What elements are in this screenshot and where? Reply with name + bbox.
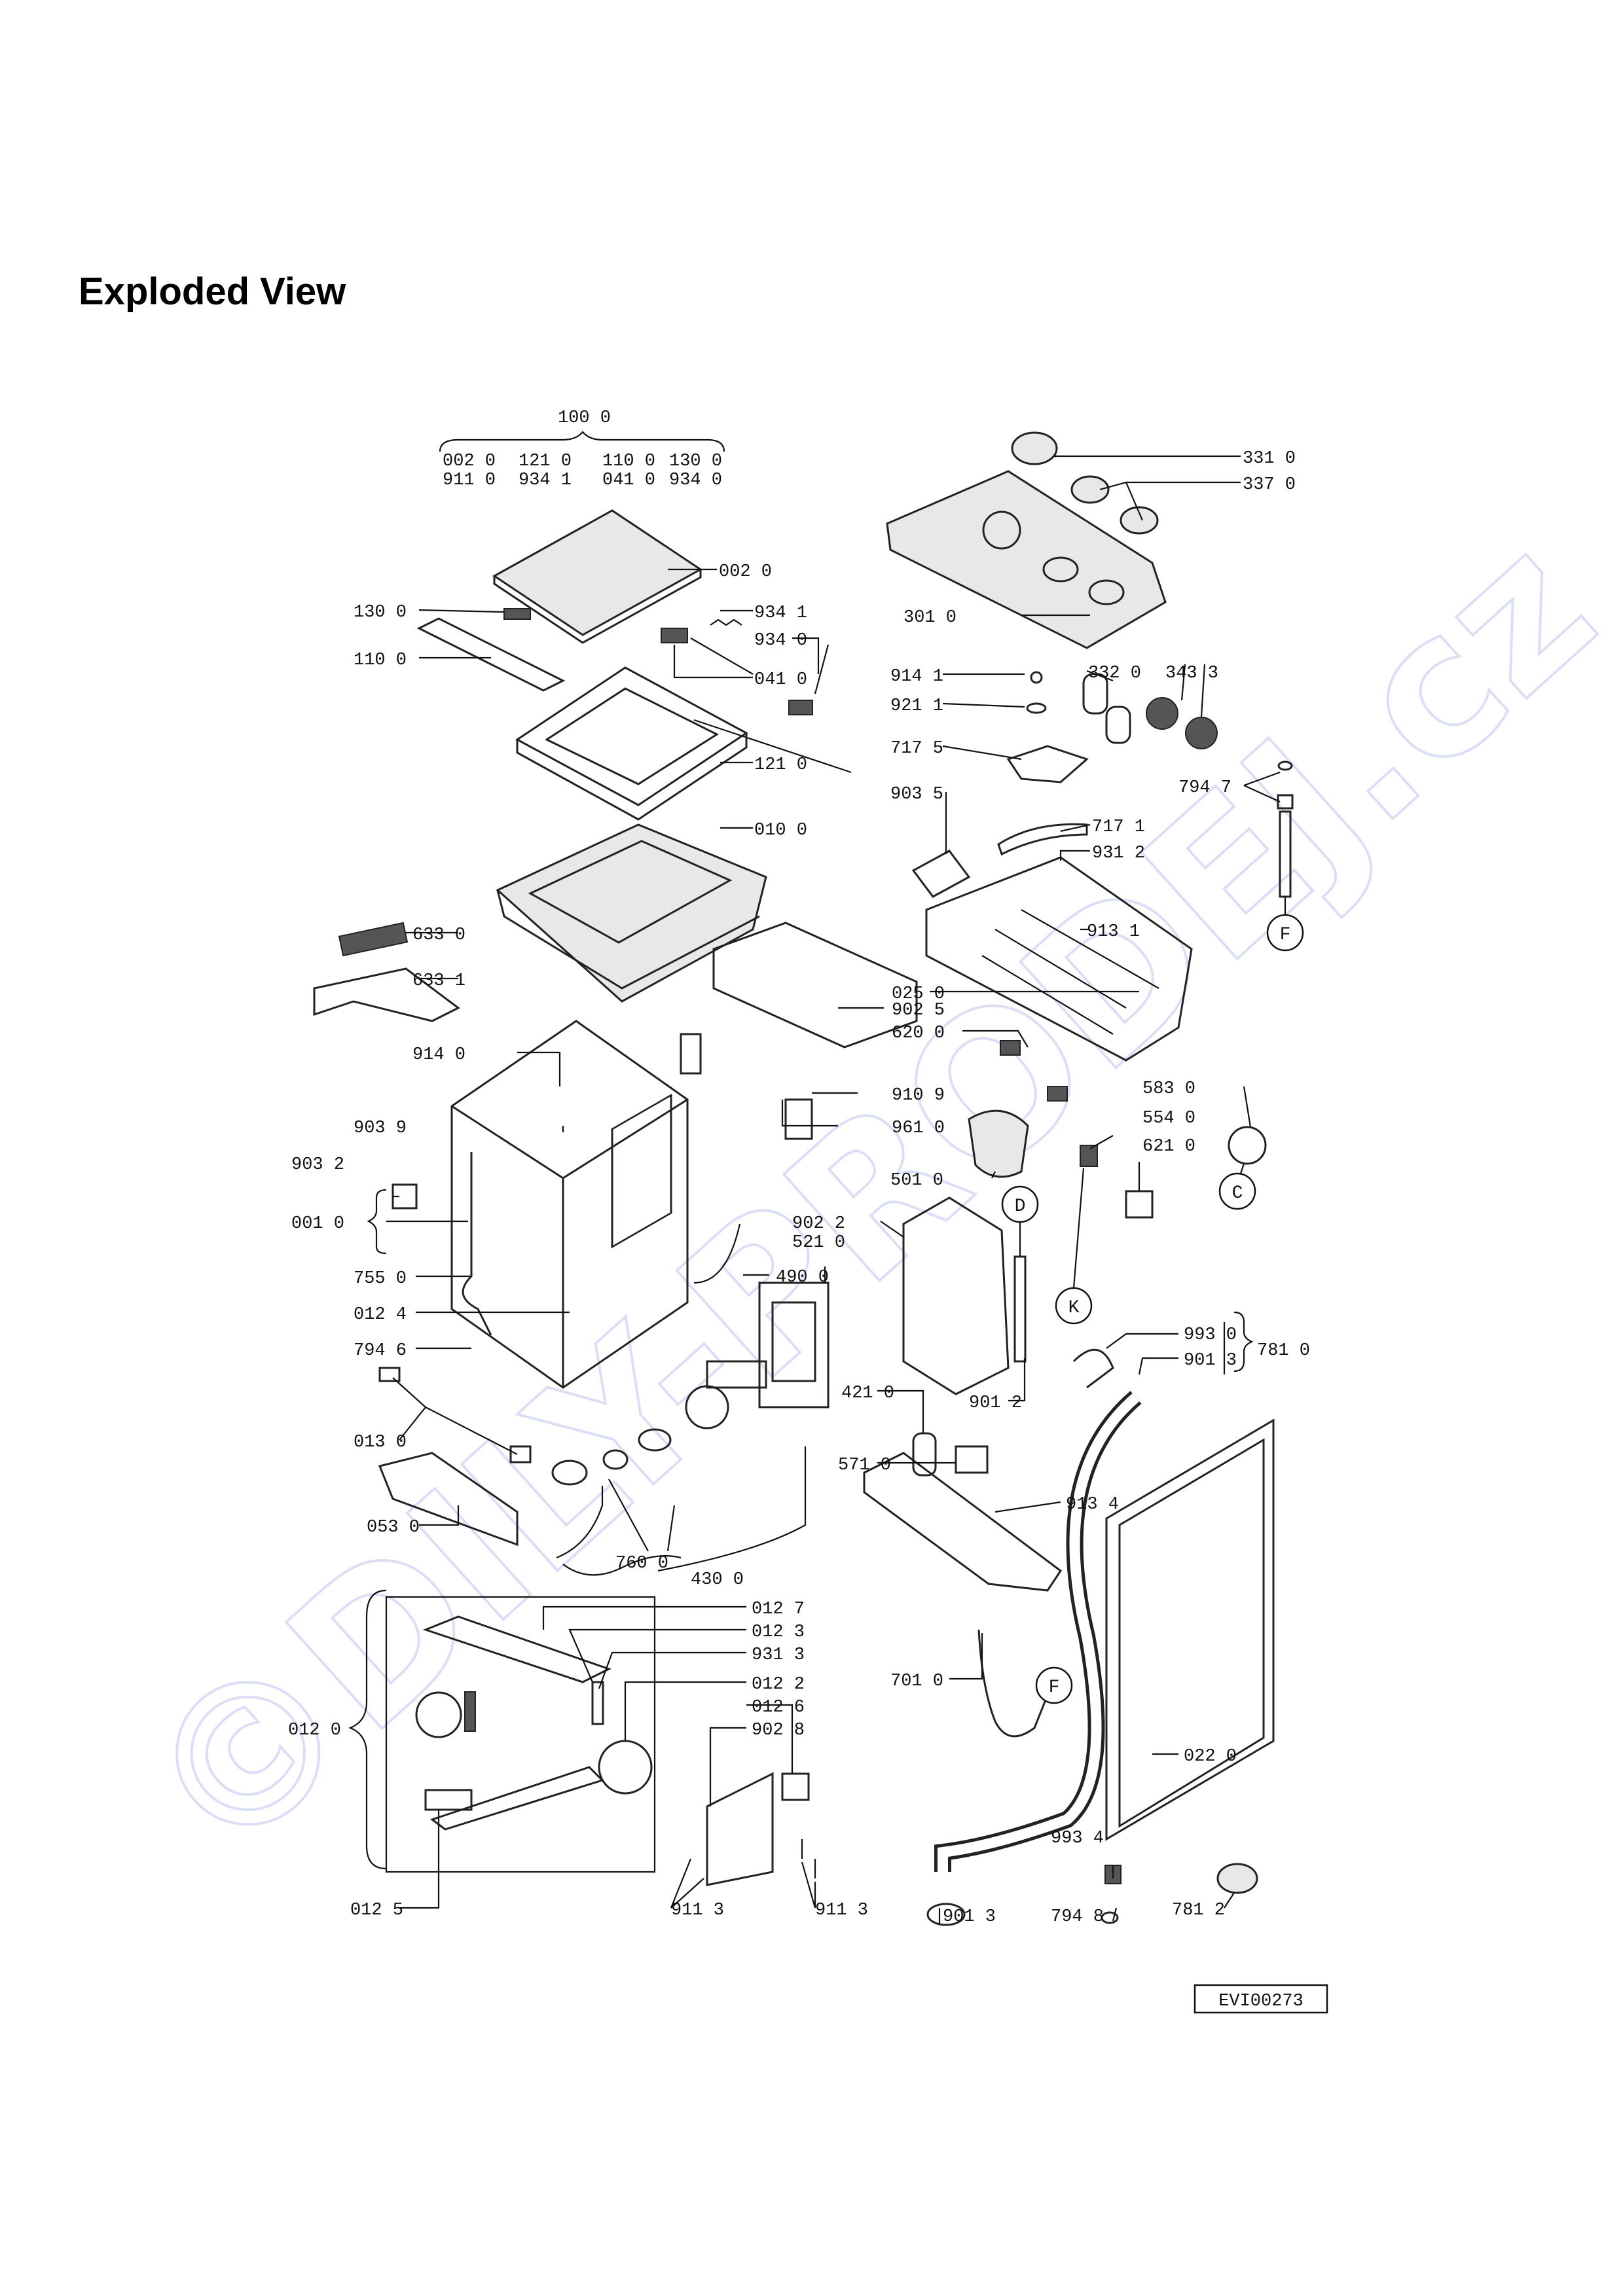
part-label-903-2: 903 2 — [291, 1155, 344, 1175]
part-label-633-0: 633 0 — [412, 925, 465, 945]
brace-012-0 — [348, 1589, 387, 1870]
part-label-012-0: 012 0 — [288, 1721, 341, 1740]
part-label-914-0: 914 0 — [412, 1045, 465, 1065]
part-label-914-1: 914 1 — [890, 667, 943, 687]
part-label-717-5: 717 5 — [890, 739, 943, 759]
drawing-code-box — [1194, 1984, 1328, 2014]
part-label-490-0: 490 0 — [776, 1268, 829, 1287]
part-label-012-2: 012 2 — [752, 1675, 805, 1695]
part-label-430-0: 430 0 — [691, 1570, 744, 1590]
assembly-label: 100 0 — [558, 408, 611, 428]
part-label-001-0: 001 0 — [291, 1214, 344, 1234]
part-label-554-0: 554 0 — [1142, 1109, 1195, 1128]
watermark: ©DILY-PRODEJ.cz — [101, 493, 1623, 1907]
part-label-910-9: 910 9 — [892, 1086, 945, 1105]
part-label-130-0: 130 0 — [354, 603, 407, 622]
part-label-794-7: 794 7 — [1178, 778, 1231, 798]
part-label-010-0: 010 0 — [754, 821, 807, 840]
part-label-901-3: 901 3 — [943, 1907, 996, 1927]
part-label-331-0: 331 0 — [1243, 449, 1296, 469]
part-label-931-3: 931 3 — [752, 1645, 805, 1665]
part-label-121-0: 121 0 — [754, 755, 807, 775]
assembly-item: 110 0 — [602, 452, 655, 471]
part-label-934-0: 934 0 — [754, 631, 807, 651]
leader-lines — [386, 455, 1281, 1924]
ref-marker-d: D — [1015, 1196, 1026, 1217]
part-label-913-1: 913 1 — [1087, 922, 1140, 942]
part-label-332-0: 332 0 — [1088, 664, 1141, 683]
part-label-913-4: 913 4 — [1066, 1495, 1119, 1515]
part-label-012-6: 012 6 — [752, 1698, 805, 1717]
part-label-781-0: 781 0 — [1257, 1341, 1310, 1361]
part-label-755-0: 755 0 — [354, 1269, 407, 1289]
part-drawings — [313, 431, 1294, 1926]
page-title: Exploded View — [79, 270, 346, 313]
assembly-header: 100 0 002 0 121 0 110 0 130 0 911 0 934 … — [439, 408, 725, 490]
assembly-item: 934 1 — [519, 471, 572, 490]
part-label-620-0: 620 0 — [892, 1024, 945, 1043]
brace-001-0 — [367, 1189, 387, 1255]
part-label-012-7: 012 7 — [752, 1600, 805, 1619]
box-012-0 — [385, 1596, 656, 1873]
assembly-item: 121 0 — [519, 452, 572, 471]
part-label-025-0: 025 0 — [892, 984, 945, 1004]
part-label-701-0: 701 0 — [890, 1672, 943, 1691]
part-label-301-0: 301 0 — [903, 608, 957, 628]
part-label-717-1: 717 1 — [1092, 817, 1145, 837]
part-label-961-0: 961 0 — [892, 1119, 945, 1138]
part-label-110-0: 110 0 — [354, 651, 407, 670]
part-label-760-0: 760 0 — [615, 1554, 668, 1573]
part-label-521-0: 521 0 — [792, 1233, 845, 1253]
part-label-794-8: 794 8 — [1051, 1907, 1104, 1927]
part-label-902-5: 902 5 — [892, 1001, 945, 1020]
part-label-013-0: 013 0 — [354, 1433, 407, 1452]
assembly-item: 041 0 — [602, 471, 655, 490]
assembly-item: 130 0 — [669, 452, 722, 471]
part-label-012-3: 012 3 — [752, 1623, 805, 1642]
part-label-012-4: 012 4 — [354, 1305, 407, 1325]
ref-marker-f: F — [1049, 1677, 1060, 1698]
brace-430-0 — [562, 1555, 682, 1576]
part-label-901-3: 901 3 — [1184, 1351, 1237, 1371]
part-label-337-0: 337 0 — [1243, 475, 1296, 495]
part-label-421-0: 421 0 — [841, 1384, 894, 1403]
ref-marker-k: K — [1068, 1298, 1080, 1318]
part-label-053-0: 053 0 — [367, 1518, 420, 1537]
part-label-901-2: 901 2 — [969, 1393, 1022, 1413]
part-label-501-0: 501 0 — [890, 1171, 943, 1191]
assembly-item: 934 0 — [669, 471, 722, 490]
assembly-item: 911 0 — [443, 471, 496, 490]
ref-marker-c: C — [1232, 1183, 1243, 1204]
reference-markers: F C D K F — [1001, 897, 1304, 1704]
part-label-012-5: 012 5 — [350, 1901, 403, 1920]
part-label-571-0: 571 0 — [838, 1456, 891, 1475]
part-label-022-0: 022 0 — [1184, 1747, 1237, 1767]
brace-781-0 — [1233, 1311, 1254, 1372]
part-labels: 331 0 337 0 002 0 301 0 130 0 934 1 934 … — [288, 449, 1310, 1927]
part-label-931-2: 931 2 — [1092, 844, 1145, 863]
part-label-343-3: 343 3 — [1165, 664, 1218, 683]
part-label-903-9: 903 9 — [354, 1119, 407, 1138]
part-label-902-2: 902 2 — [792, 1214, 845, 1234]
assembly-item: 002 0 — [443, 452, 496, 471]
part-label-583-0: 583 0 — [1142, 1079, 1195, 1099]
part-label-633-1: 633 1 — [412, 971, 465, 991]
part-label-781-2: 781 2 — [1172, 1901, 1225, 1920]
part-label-993-0: 993 0 — [1184, 1325, 1237, 1345]
part-label-041-0: 041 0 — [754, 670, 807, 690]
drawing-code: EVI00273 — [1218, 1992, 1304, 2011]
part-label-993-4: 993 4 — [1051, 1829, 1104, 1848]
part-label-934-1: 934 1 — [754, 603, 807, 623]
part-label-002-0: 002 0 — [719, 562, 772, 582]
ref-marker-f: F — [1280, 925, 1291, 945]
part-label-911-3: 911 3 — [671, 1901, 724, 1920]
part-label-911-3: 911 3 — [815, 1901, 868, 1920]
part-label-621-0: 621 0 — [1142, 1137, 1195, 1157]
part-label-903-5: 903 5 — [890, 785, 943, 804]
part-label-902-8: 902 8 — [752, 1721, 805, 1740]
part-label-921-1: 921 1 — [890, 696, 943, 716]
part-label-794-6: 794 6 — [354, 1341, 407, 1361]
